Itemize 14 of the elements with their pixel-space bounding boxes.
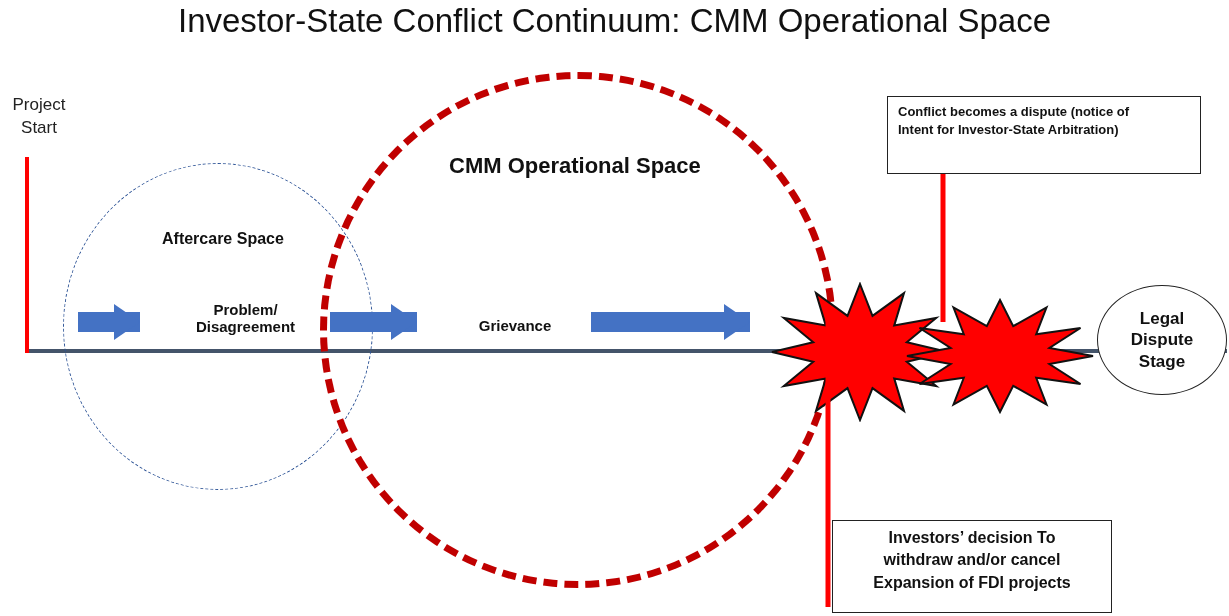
note-box: Investors’ decision To withdraw and/or cancel Expansion of FDI projects [832, 520, 1112, 613]
space-label: CMM Operational Space [449, 153, 701, 179]
diagram-title: Investor-State Conflict Continuum: CMM Operational Space [176, 2, 1053, 40]
stage-label: Grievance [445, 310, 585, 340]
block-arrow [78, 304, 140, 340]
stage-label: Problem/ Disagreement [167, 291, 324, 344]
note-box: Conflict becomes a dispute (notice of Intent for Investor-State Arbitration) [887, 96, 1201, 174]
space-label: Aftercare Space [162, 230, 284, 248]
connector-line [940, 174, 946, 322]
stage-ellipse: Legal Dispute Stage [1097, 285, 1227, 395]
block-arrow [591, 304, 750, 340]
starburst-shape [905, 298, 1095, 414]
milestone-label: Project Start [11, 94, 67, 139]
block-arrow [330, 304, 417, 340]
